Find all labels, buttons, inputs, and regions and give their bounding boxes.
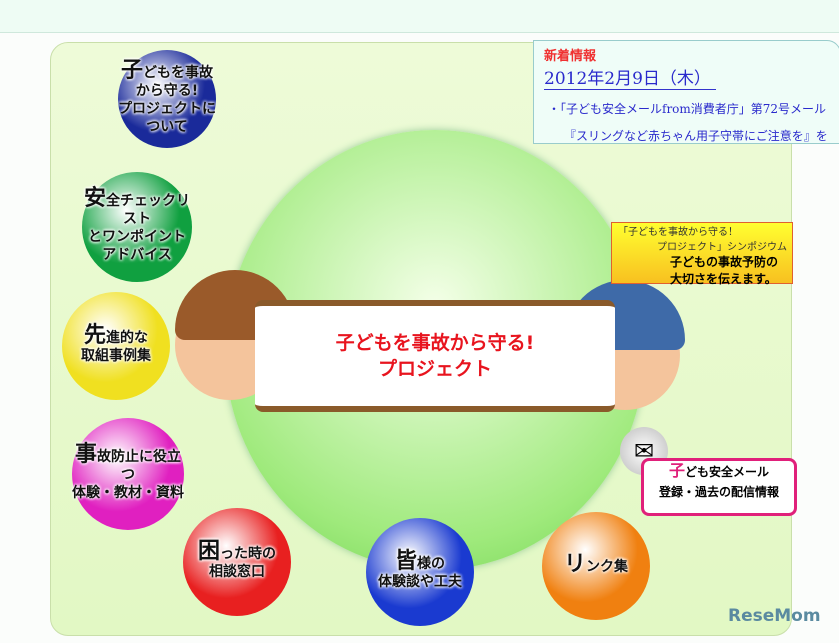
news-box: 新着情報 2012年2月9日（木） ・「子ども安全メールfrom消費者庁」第72… — [533, 40, 839, 144]
menu-links[interactable]: リンク集 — [542, 512, 650, 620]
menu-label-2: とワンポイント — [88, 229, 186, 245]
top-bar — [0, 0, 839, 33]
news-link[interactable]: ・「子ども安全メールfrom消費者庁」第72号メール — [548, 102, 827, 116]
menu-initial: 困 — [197, 539, 220, 564]
symposium-line1: 「子どもを事故から守る！ — [618, 227, 738, 238]
menu-label-2: 取組事例集 — [81, 348, 151, 364]
news-link-cont[interactable]: 『スリングなど赤ちゃん用子守帯にご注意を』を — [564, 129, 828, 143]
menu-label-2: 体験談や工夫 — [378, 574, 462, 590]
menu-label-2: 相談窓口 — [209, 564, 265, 580]
mail-sub: 登録・過去の配信情報 — [658, 485, 779, 499]
symposium-line3: 子どもの事故予防の — [670, 255, 779, 269]
menu-label-3: アドバイス — [102, 247, 172, 263]
news-date: 2012年2月9日（木） — [544, 64, 716, 90]
menu-label: 様の — [417, 556, 445, 572]
menu-prevention-materials[interactable]: 事故防止に役立つ体験・教材・資料 — [72, 418, 184, 530]
menu-label: った時の — [220, 546, 276, 562]
menu-initial: 子 — [120, 58, 143, 83]
safety-mail-button[interactable]: 子ども安全メール 登録・過去の配信情報 — [641, 458, 797, 516]
menu-advanced-cases[interactable]: 先進的な取組事例集 — [62, 292, 170, 400]
symposium-line4: 大切さを伝えます。 — [670, 272, 777, 286]
menu-label: 故防止に役立つ — [97, 449, 181, 483]
hero-title-2: プロジェクト — [377, 358, 492, 380]
mail-big: 子 — [668, 461, 685, 480]
menu-project-about[interactable]: 子どもを事故から守る!プロジェクトについて — [118, 50, 216, 148]
mail-title: ども安全メール — [685, 465, 770, 479]
menu-initial: 事 — [74, 442, 97, 467]
menu-label: どもを事故から守る! — [135, 65, 213, 99]
menu-initial: 皆 — [394, 549, 417, 574]
news-heading: 新着情報 — [544, 49, 597, 64]
menu-label-2: 体験・教材・資料 — [72, 485, 184, 501]
menu-label: 全チェックリスト — [106, 193, 190, 227]
hero-title-1: 子どもを事故から守る! — [335, 332, 535, 354]
menu-safety-checklist[interactable]: 安全チェックリストとワンポイントアドバイス — [82, 172, 192, 282]
symposium-banner[interactable]: 「子どもを事故から守る！ プロジェクト」シンポジウム 子どもの事故予防の 大切さ… — [611, 222, 793, 286]
menu-label: ンク集 — [586, 559, 628, 575]
menu-initial: 安 — [83, 186, 106, 211]
hero-banner: 子どもを事故から守る! プロジェクト — [255, 300, 615, 412]
symposium-line2: プロジェクト」シンポジウム — [657, 242, 787, 253]
menu-initial: 先 — [83, 323, 106, 348]
resemom-logo: ReseMom — [728, 606, 821, 626]
menu-label-2: プロジェクトについて — [118, 101, 216, 135]
menu-experiences[interactable]: 皆様の体験談や工夫 — [366, 518, 474, 626]
menu-consultation[interactable]: 困った時の相談窓口 — [183, 508, 291, 616]
menu-label: 進的な — [106, 330, 148, 346]
menu-initial: リ — [563, 552, 586, 577]
